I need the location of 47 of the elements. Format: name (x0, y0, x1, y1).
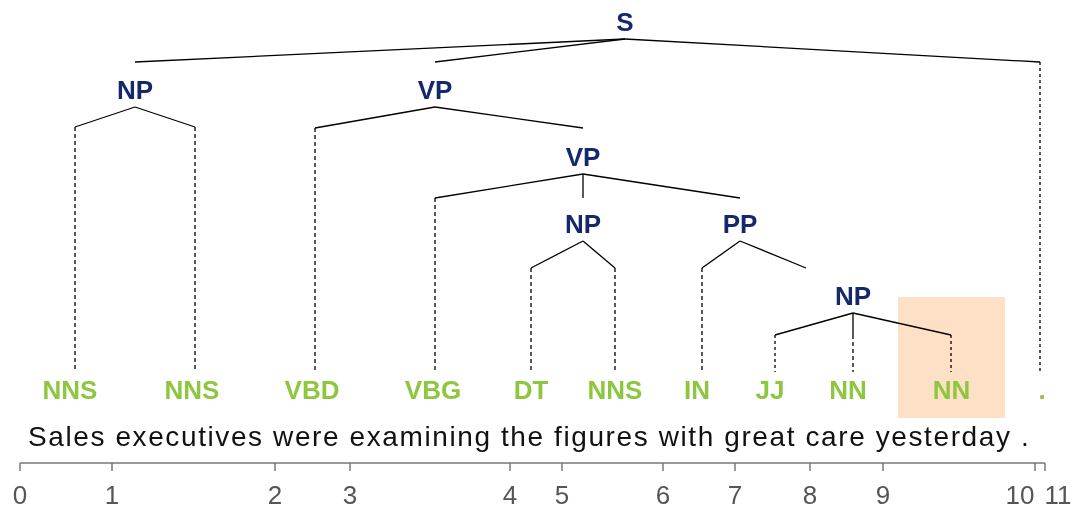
tree-branch (582, 173, 584, 199)
tick-label: 5 (554, 480, 570, 510)
tree-branch (314, 106, 436, 373)
pos-tag: VBG (404, 372, 462, 408)
pos-tag: . (1038, 372, 1046, 408)
tree-branch (774, 312, 854, 373)
phrase-label: PP (722, 209, 758, 239)
phrase-label: NP (116, 75, 154, 105)
tree-branch (701, 240, 741, 373)
tick-label: 3 (342, 480, 358, 510)
pos-tag: NNS (164, 372, 220, 408)
tick-label: 9 (875, 480, 891, 510)
tick-label: 7 (727, 480, 743, 510)
tree-branch (434, 106, 584, 129)
tree-branch (582, 173, 741, 199)
tick-label: 2 (267, 480, 283, 510)
pos-tag: VBD (284, 372, 340, 408)
tree-branch (434, 173, 584, 373)
tick-label: 4 (502, 480, 518, 510)
tick-label: 11 (1044, 480, 1072, 510)
phrase-label: S (616, 7, 634, 37)
tree-branch (434, 38, 626, 63)
pos-tag: NN (829, 372, 867, 408)
tick-label: 10 (1005, 480, 1035, 510)
tick-label: 0 (12, 480, 28, 510)
phrase-label: VP (417, 75, 453, 105)
pos-tag: NNS (587, 372, 643, 408)
highlight-box (898, 297, 1005, 418)
tick-label: 8 (802, 480, 818, 510)
pos-tag: JJ (755, 372, 785, 408)
tree-branch (530, 240, 584, 373)
phrase-label: NP (564, 209, 602, 239)
tree-branch (852, 312, 854, 373)
phrase-label: VP (565, 142, 601, 172)
tree-branch (739, 240, 807, 269)
tree-branch (134, 38, 626, 63)
pos-tag: NN (932, 372, 971, 408)
pos-tag: NNS (42, 372, 98, 408)
pos-tag: IN (684, 372, 710, 408)
phrase-label: NP (834, 281, 872, 311)
sentence-text: Sales executives were examining the figures with great care yesterday . (28, 420, 1031, 454)
tree-branch (852, 312, 952, 373)
tick-label: 1 (104, 480, 120, 510)
tick-label: 6 (655, 480, 671, 510)
tree-branch (624, 38, 1041, 373)
pos-tag: DT (513, 372, 549, 408)
tree-branch (582, 240, 616, 373)
